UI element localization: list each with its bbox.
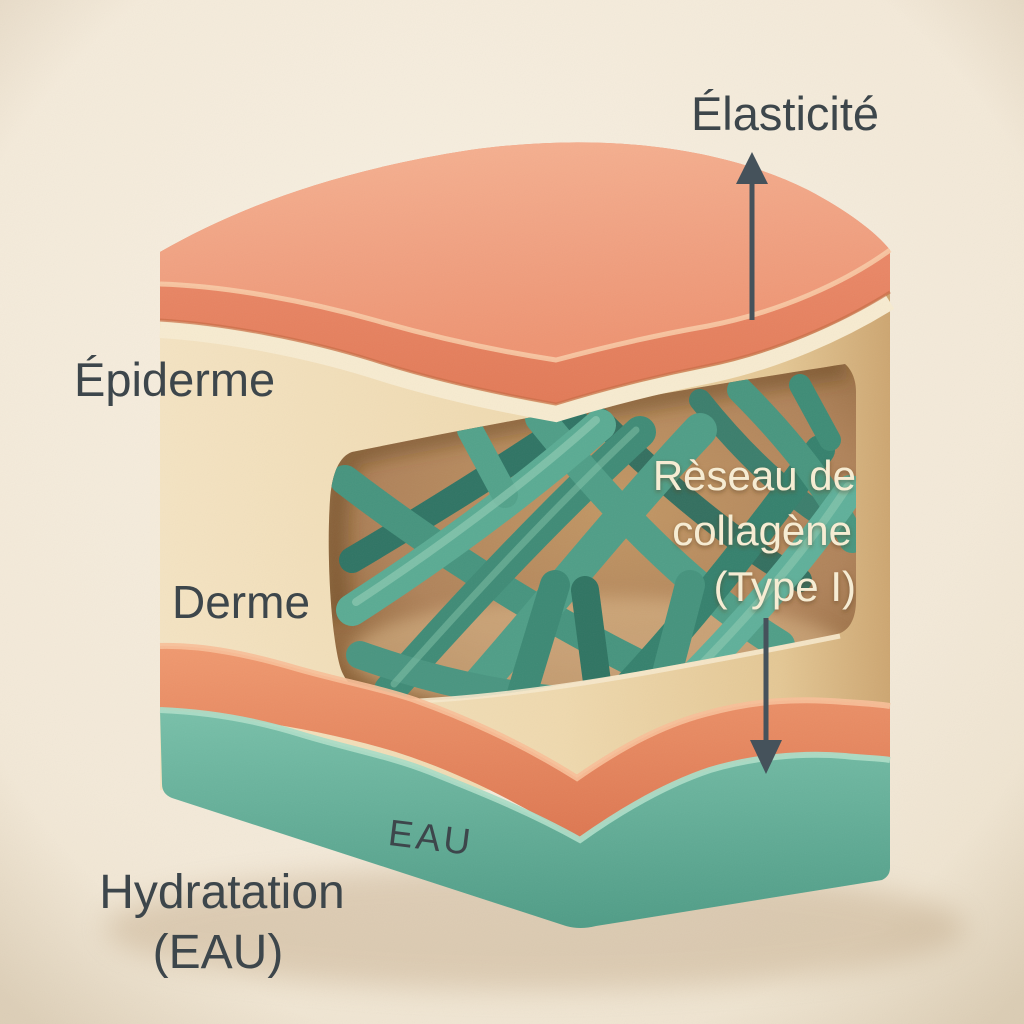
collagen-down-arrow	[750, 618, 782, 774]
down-arrow-head-icon	[750, 740, 782, 774]
hydration-label: Hydratation (EAU)	[99, 866, 344, 979]
collagen-label: Rèseau de collagène (Type I)	[653, 452, 856, 610]
hydration-label-line1: Hydratation	[99, 866, 344, 919]
elasticity-label: Élasticité	[691, 87, 879, 140]
epidermis-label: Épiderme	[74, 353, 275, 406]
collagen-label-line3: (Type I)	[714, 563, 856, 610]
collagen-label-line2: collagène	[672, 507, 852, 554]
dermis-label: Derme	[172, 576, 310, 628]
elasticity-up-arrow	[736, 152, 768, 320]
hydration-label-line2: (EAU)	[153, 926, 284, 979]
up-arrow-head-icon	[736, 152, 768, 184]
collagen-label-line1: Rèseau de	[653, 452, 856, 499]
